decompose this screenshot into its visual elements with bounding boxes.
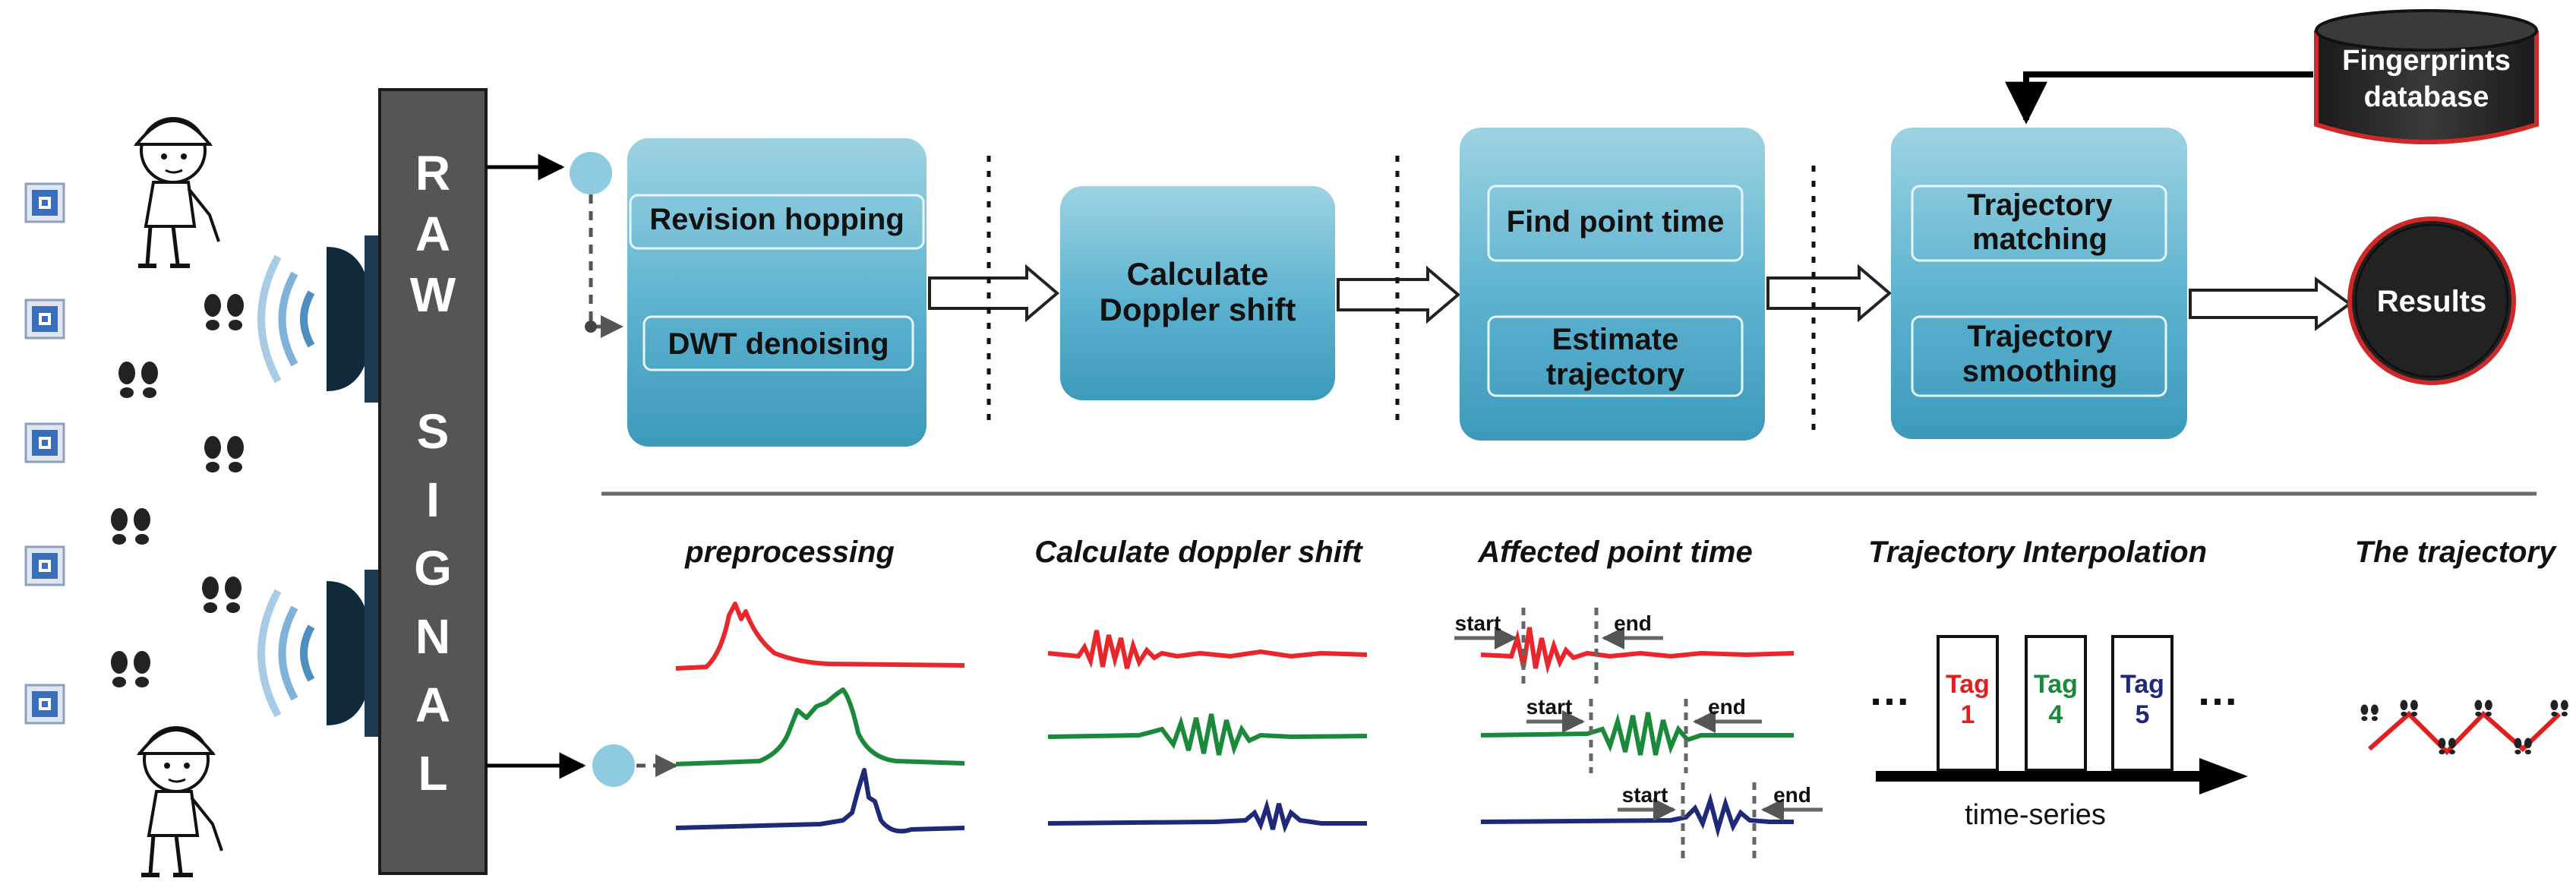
flow-arrow <box>1766 264 1893 323</box>
doppler-stage: Calculate Doppler shift <box>1060 186 1335 400</box>
rfid-tag-icon <box>24 299 65 340</box>
time-series-label: time-series <box>1965 799 2106 831</box>
flow-arrow <box>2189 276 2353 331</box>
start-label: start <box>1622 783 1668 807</box>
walking-person-icon <box>138 728 222 875</box>
start-label: start <box>1526 695 1573 719</box>
ellipsis-left: … <box>1868 666 1911 714</box>
rfid-tag-icon <box>24 422 65 463</box>
caption-the-trajectory: The trajectory <box>2355 535 2557 569</box>
estimate-label: Estimate <box>1552 323 1679 356</box>
doppler-waveforms <box>1047 630 1368 833</box>
matching-stage: Trajectory matching Trajectory smoothing <box>1891 128 2187 439</box>
signal-green-trace <box>1047 713 1368 756</box>
caption-trajectory-interpolation: Trajectory Interpolation <box>1868 535 2207 569</box>
captions: preprocessing Calculate doppler shift Af… <box>684 535 2557 569</box>
rfid-tag-icon <box>24 182 65 223</box>
database-label: database <box>2364 81 2489 113</box>
caption-affected-point-time: Affected point time <box>1477 535 1753 569</box>
tag-number: 1 <box>1961 700 1975 729</box>
point-time-stage: Find point time Estimate trajectory <box>1460 128 1765 441</box>
find-point-time-label: Find point time <box>1507 205 1725 239</box>
signal-green-trace <box>675 687 965 766</box>
preprocessing-stage: Revision hopping DWT denoising <box>627 138 927 447</box>
caption-preprocessing: preprocessing <box>684 535 895 569</box>
trajectory-interpolation: … … Tag 1 Tag 4 Tag 5 time-series <box>1868 635 2248 831</box>
flow-arrow <box>928 264 1060 323</box>
rfid-tag-icon <box>24 684 65 725</box>
footprints-icon <box>2550 700 2568 717</box>
footprints-icon <box>111 508 150 545</box>
walking-person-icon <box>135 118 219 266</box>
calculate-label: Calculate <box>1127 256 1269 292</box>
results-label: Results <box>2377 285 2487 318</box>
preprocessing-waveforms <box>675 602 965 834</box>
tag-box <box>1937 635 1999 772</box>
fingerprints-database: Fingerprints database <box>2314 9 2539 144</box>
fingerprints-label: Fingerprints <box>2342 45 2511 77</box>
footprints-icon <box>202 577 242 613</box>
trajectory-plot <box>2360 700 2568 756</box>
doppler-shift-label: Doppler shift <box>1100 292 1296 327</box>
results-node: Results <box>2347 216 2516 385</box>
tag-number: 5 <box>2136 700 2150 729</box>
caption-doppler: Calculate doppler shift <box>1034 535 1363 569</box>
raw-connectors <box>486 152 678 787</box>
signal-green-trace <box>1480 712 1794 756</box>
footprints-icon <box>2360 704 2379 722</box>
start-label: start <box>1455 611 1501 635</box>
tag-box <box>2111 635 2174 772</box>
tag-label: Tag <box>2120 670 2164 699</box>
smoothing-label: smoothing <box>1962 355 2117 388</box>
trajectory-label: trajectory <box>1546 358 1685 391</box>
dwt-denoising-label: DWT denoising <box>668 327 889 361</box>
affected-point-time: start end start end start end <box>1454 608 1823 863</box>
ellipsis-right: … <box>2196 666 2239 714</box>
footprints-icon <box>111 651 150 687</box>
tag-box <box>2025 635 2087 772</box>
rfid-tag-icon <box>24 545 65 586</box>
signal-blue-trace <box>1047 798 1367 833</box>
tag-label: Tag <box>1946 670 1990 699</box>
footprints-icon <box>118 362 158 398</box>
trajectory-label: Trajectory <box>1967 320 2113 353</box>
junction-dot <box>592 744 635 787</box>
tag-label: Tag <box>2034 670 2078 699</box>
trajectory-label: Trajectory <box>1967 188 2113 222</box>
environment <box>24 118 391 875</box>
end-label: end <box>1614 611 1652 635</box>
database-arrow <box>2005 71 2313 125</box>
junction-dot <box>570 152 612 194</box>
footprints-icon <box>204 436 244 472</box>
matching-label: matching <box>1972 223 2107 256</box>
revision-hopping-label: Revision hopping <box>649 203 904 236</box>
end-label: end <box>1773 783 1811 807</box>
rfid-reader-antenna-icon <box>261 235 391 403</box>
end-label: end <box>1708 695 1746 719</box>
signal-red-trace <box>675 602 965 671</box>
signal-red-trace <box>1047 630 1368 669</box>
signal-blue-trace <box>1480 792 1794 839</box>
tag-number: 4 <box>2049 700 2063 729</box>
signal-blue-trace <box>675 768 965 834</box>
rfid-reader-antenna-icon <box>261 570 391 737</box>
footprints-icon <box>204 294 244 330</box>
